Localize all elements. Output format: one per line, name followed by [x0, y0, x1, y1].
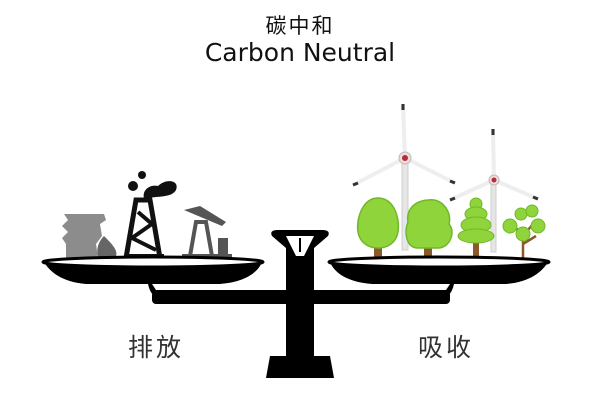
- sapling-icon: [502, 204, 546, 260]
- oil-derrick-icon: [123, 171, 177, 261]
- right-scale-pan: [327, 255, 551, 284]
- label-emission: 排放: [128, 333, 185, 362]
- left-scale-pan: [41, 255, 265, 284]
- label-absorption: 吸收: [418, 333, 475, 362]
- pumpjack-icon: [182, 206, 232, 260]
- tree-icon: [356, 197, 400, 262]
- pine-tree-icon: [457, 197, 495, 262]
- tree-icon: [405, 199, 453, 262]
- wind-turbine-icon: [352, 103, 456, 251]
- coal-pile-icon: [62, 214, 106, 258]
- oil-drop-icon: [97, 236, 117, 261]
- title-english: Carbon Neutral: [204, 38, 396, 67]
- scale-pillar: [266, 230, 334, 378]
- wind-turbine-icon: [449, 128, 539, 253]
- title-chinese: 碳中和: [265, 14, 335, 38]
